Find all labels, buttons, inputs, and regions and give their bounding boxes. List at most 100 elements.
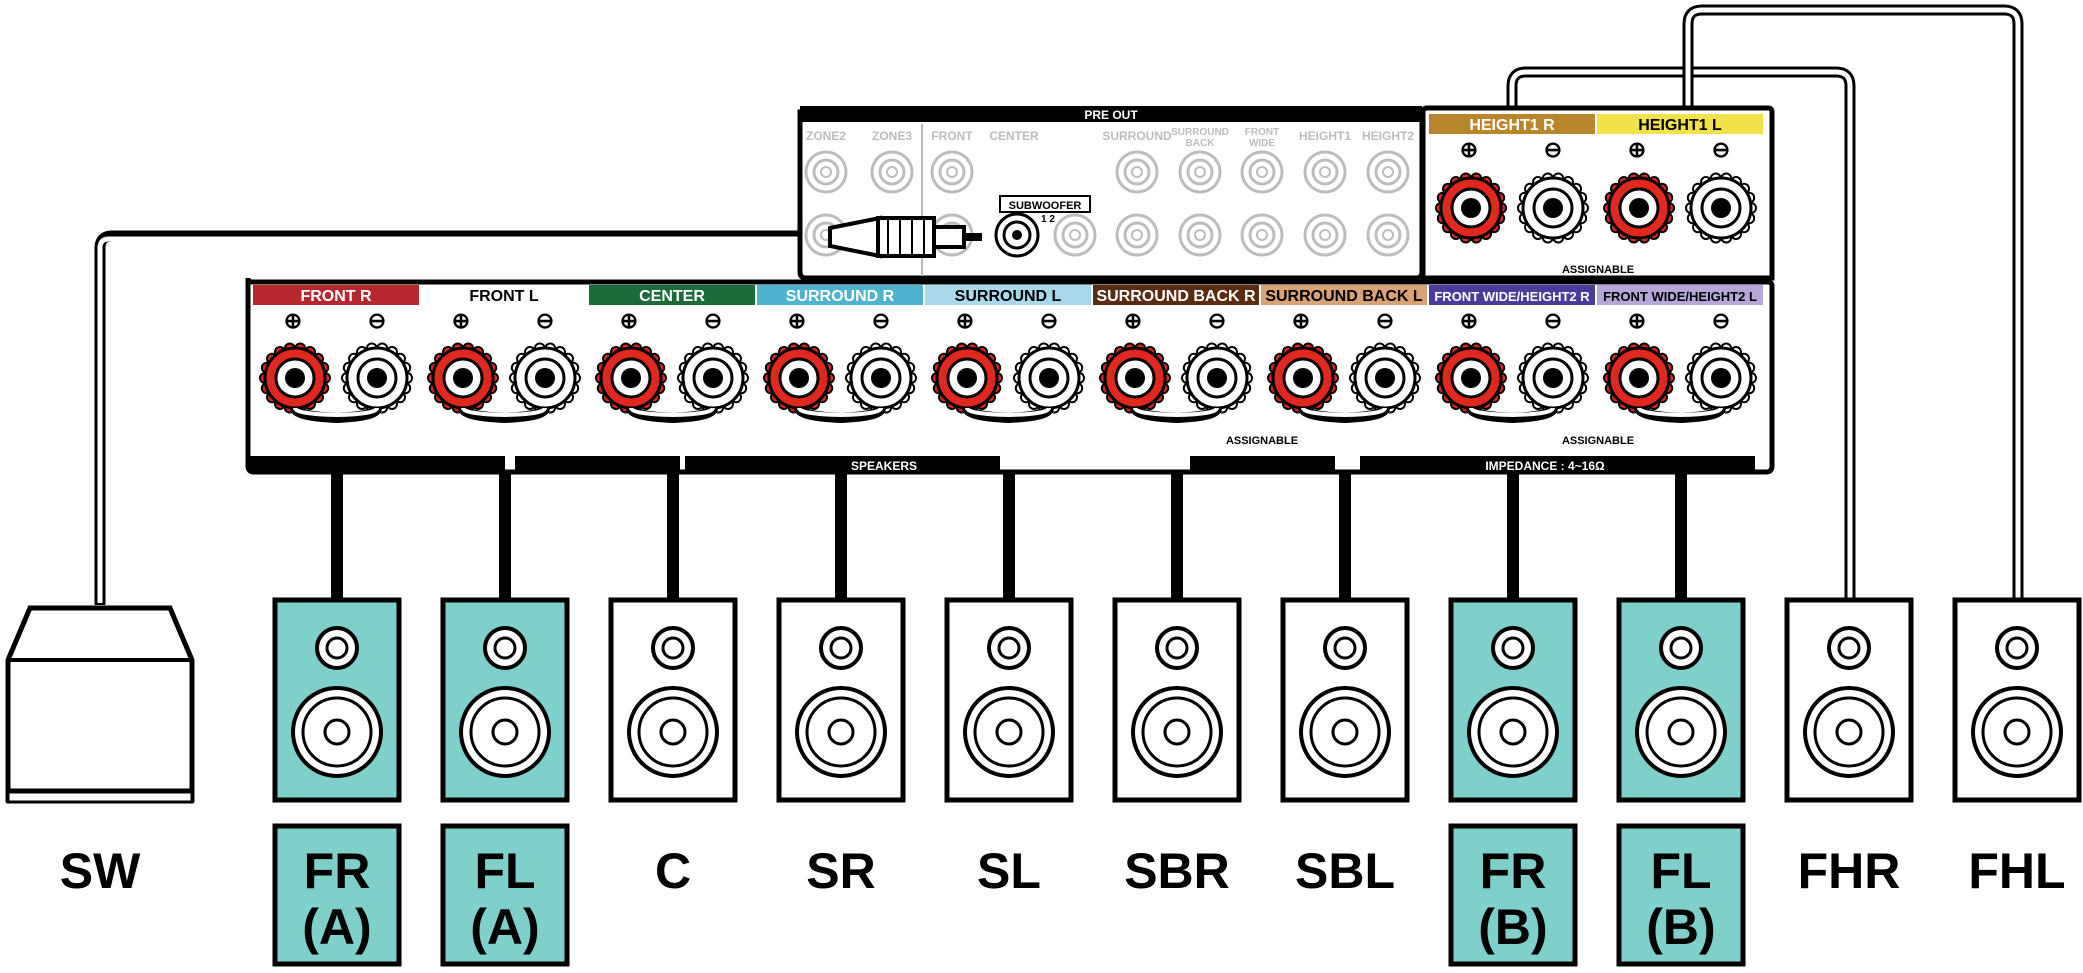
polarity-plus: ⊕ xyxy=(956,308,974,333)
speaker-label-fl-b: FL xyxy=(1650,843,1711,899)
terminal-hole xyxy=(1543,368,1563,388)
tweeter-dome xyxy=(2005,636,2029,660)
tweeter-dome xyxy=(1501,636,1525,660)
polarity-plus: ⊕ xyxy=(284,308,302,333)
terminal-negative xyxy=(845,342,917,414)
terminal-hole xyxy=(1461,198,1481,218)
terminal-hole xyxy=(703,368,723,388)
polarity-minus: ⊖ xyxy=(872,308,890,333)
speaker-sbr xyxy=(1112,597,1242,803)
terminal-label: FRONT R xyxy=(300,288,372,305)
pre-out-jack-pin xyxy=(1131,229,1143,241)
speaker-terminals: FRONT R⊕⊖FRONT L⊕⊖CENTER⊕⊖SURROUND R⊕⊖SU… xyxy=(253,114,1763,424)
pre-out-label: CENTER xyxy=(989,129,1039,143)
rca-plug-layer xyxy=(828,215,982,259)
subwoofer-label-box xyxy=(999,195,1091,213)
terminal-hole xyxy=(1629,198,1649,218)
polarity-minus: ⊖ xyxy=(1544,137,1562,162)
polarity-plus: ⊕ xyxy=(788,308,806,333)
polarity-plus: ⊕ xyxy=(1460,137,1478,162)
terminal-hole xyxy=(1711,198,1731,218)
terminal-negative xyxy=(509,342,581,414)
polarity-minus: ⊖ xyxy=(368,308,386,333)
speaker-fl-a xyxy=(440,597,570,803)
rca-plug-body xyxy=(876,216,936,258)
polarity-minus: ⊖ xyxy=(1712,308,1730,333)
speaker-fhr xyxy=(1784,597,1914,803)
tweeter-dome xyxy=(1669,636,1693,660)
polarity-minus: ⊖ xyxy=(1712,137,1730,162)
pre-out-label: HEIGHT1 xyxy=(1299,129,1351,143)
pre-out-label: SURROUND xyxy=(1102,129,1172,143)
subwoofer-cabinet xyxy=(5,605,195,803)
terminal-hole xyxy=(453,368,473,388)
tweeter-dome xyxy=(325,636,349,660)
polarity-plus: ⊕ xyxy=(1124,308,1142,333)
pre-out-label: WIDE xyxy=(1249,138,1275,149)
terminal-hole xyxy=(957,368,977,388)
height-terminal-positive xyxy=(1435,172,1507,244)
speaker-label-sr: SR xyxy=(806,843,875,899)
panel-bottom-strip xyxy=(250,456,505,474)
terminal-negative xyxy=(1181,342,1253,414)
polarity-plus: ⊕ xyxy=(1628,137,1646,162)
terminal-label-band xyxy=(1261,285,1427,305)
terminal-negative xyxy=(1349,342,1421,414)
polarity-minus: ⊖ xyxy=(1544,308,1562,333)
speaker-fhl xyxy=(1952,597,2082,803)
height-terminal-label-band xyxy=(1429,114,1595,134)
terminal-positive xyxy=(427,342,499,414)
terminal-link-core xyxy=(965,407,1051,418)
assignable-label: ASSIGNABLE xyxy=(1562,435,1634,447)
terminal-label: SURROUND L xyxy=(955,288,1062,305)
pre-out-jack-pin xyxy=(1319,166,1331,178)
terminal-positive xyxy=(931,342,1003,414)
tweeter-dome xyxy=(493,636,517,660)
assignable-label: ASSIGNABLE xyxy=(1226,435,1298,447)
terminal-hole xyxy=(1375,368,1395,388)
pre-out-title: PRE OUT xyxy=(1084,108,1138,122)
speaker-fr-b xyxy=(1448,597,1578,803)
panel-bottom-strip xyxy=(515,456,680,474)
woofer-cap xyxy=(2003,718,2031,746)
subwoofer-plinth xyxy=(6,790,194,804)
pre-out-jack-pin xyxy=(946,166,958,178)
polarity-plus: ⊕ xyxy=(452,308,470,333)
speaker-label-box xyxy=(440,823,570,967)
height-terminal-label: HEIGHT1 R xyxy=(1469,117,1555,134)
polarity-minus: ⊖ xyxy=(1040,308,1058,333)
terminal-label-band xyxy=(1093,285,1259,305)
speaker-sw xyxy=(5,605,195,804)
speaker-label-fhr: FHR xyxy=(1798,843,1901,899)
pre-out-jack-pin xyxy=(1131,166,1143,178)
polarity-plus: ⊕ xyxy=(620,308,638,333)
pre-out-label: ZONE2 xyxy=(806,129,846,143)
terminal-label: FRONT L xyxy=(469,288,539,305)
speaker-label-sl: SL xyxy=(977,843,1041,899)
woofer-cap xyxy=(827,718,855,746)
impedance-label: IMPEDANCE : 4~16Ω xyxy=(1485,459,1605,473)
terminal-link-core xyxy=(1133,407,1219,418)
speaker-label-box xyxy=(272,823,402,967)
terminal-link-core xyxy=(797,407,883,418)
terminal-hole xyxy=(1543,198,1563,218)
speaker-c xyxy=(608,597,738,803)
subwoofer-1-jack-pin xyxy=(1012,230,1022,240)
terminal-link-core xyxy=(461,407,547,418)
terminal-label-band xyxy=(253,285,419,305)
pre-out-jack-pin xyxy=(1382,166,1394,178)
terminal-label-band xyxy=(925,285,1091,305)
speakers-label: SPEAKERS xyxy=(851,459,917,473)
terminal-hole xyxy=(535,368,555,388)
woofer-cap xyxy=(995,718,1023,746)
terminal-negative xyxy=(1013,342,1085,414)
pre-out-jack-pin xyxy=(1256,166,1268,178)
terminal-label: FRONT WIDE/HEIGHT2 R xyxy=(1434,289,1590,304)
terminal-label: CENTER xyxy=(639,288,705,305)
woofer-cap xyxy=(1331,718,1359,746)
tweeter-dome xyxy=(997,636,1021,660)
terminal-hole xyxy=(1461,368,1481,388)
tweeter-dome xyxy=(1165,636,1189,660)
woofer-cap xyxy=(323,718,351,746)
